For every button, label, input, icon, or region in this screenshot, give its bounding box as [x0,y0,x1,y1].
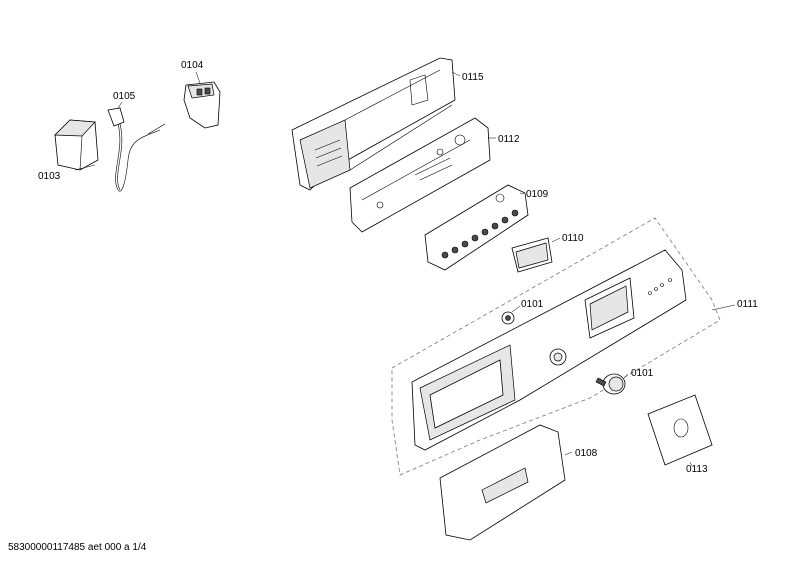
part-0105-drawing [107,107,166,192]
part-0111-drawing [391,217,721,476]
label-0101-lower: 0101 [631,368,654,379]
part-0101a-drawing [501,311,515,325]
label-0110: 0110 [562,233,584,244]
part-0113-drawing [647,394,713,466]
label-0115: 0115 [462,72,484,83]
label-0104: 0104 [181,60,204,71]
label-0108: 0108 [575,448,598,459]
part-0115-drawing [291,57,456,191]
part-0109-drawing [424,184,529,271]
label-0101-upper: 0101 [521,299,544,310]
part-0112-drawing [349,117,491,233]
label-0112: 0112 [498,134,520,145]
label-0113: 0113 [686,464,708,475]
leader-lines [74,71,736,467]
part-0110-drawing [511,237,553,273]
label-0111: 0111 [737,299,758,310]
label-0105: 0105 [113,91,136,102]
part-0103-drawing [54,119,99,171]
label-0109: 0109 [526,189,549,200]
part-0101b-drawing [595,373,626,395]
drawing-number: 58300000117485 aet 000 a 1/4 [8,542,147,553]
part-0104-drawing [183,81,221,129]
part-0108-drawing [439,424,566,541]
label-0103: 0103 [38,171,61,182]
